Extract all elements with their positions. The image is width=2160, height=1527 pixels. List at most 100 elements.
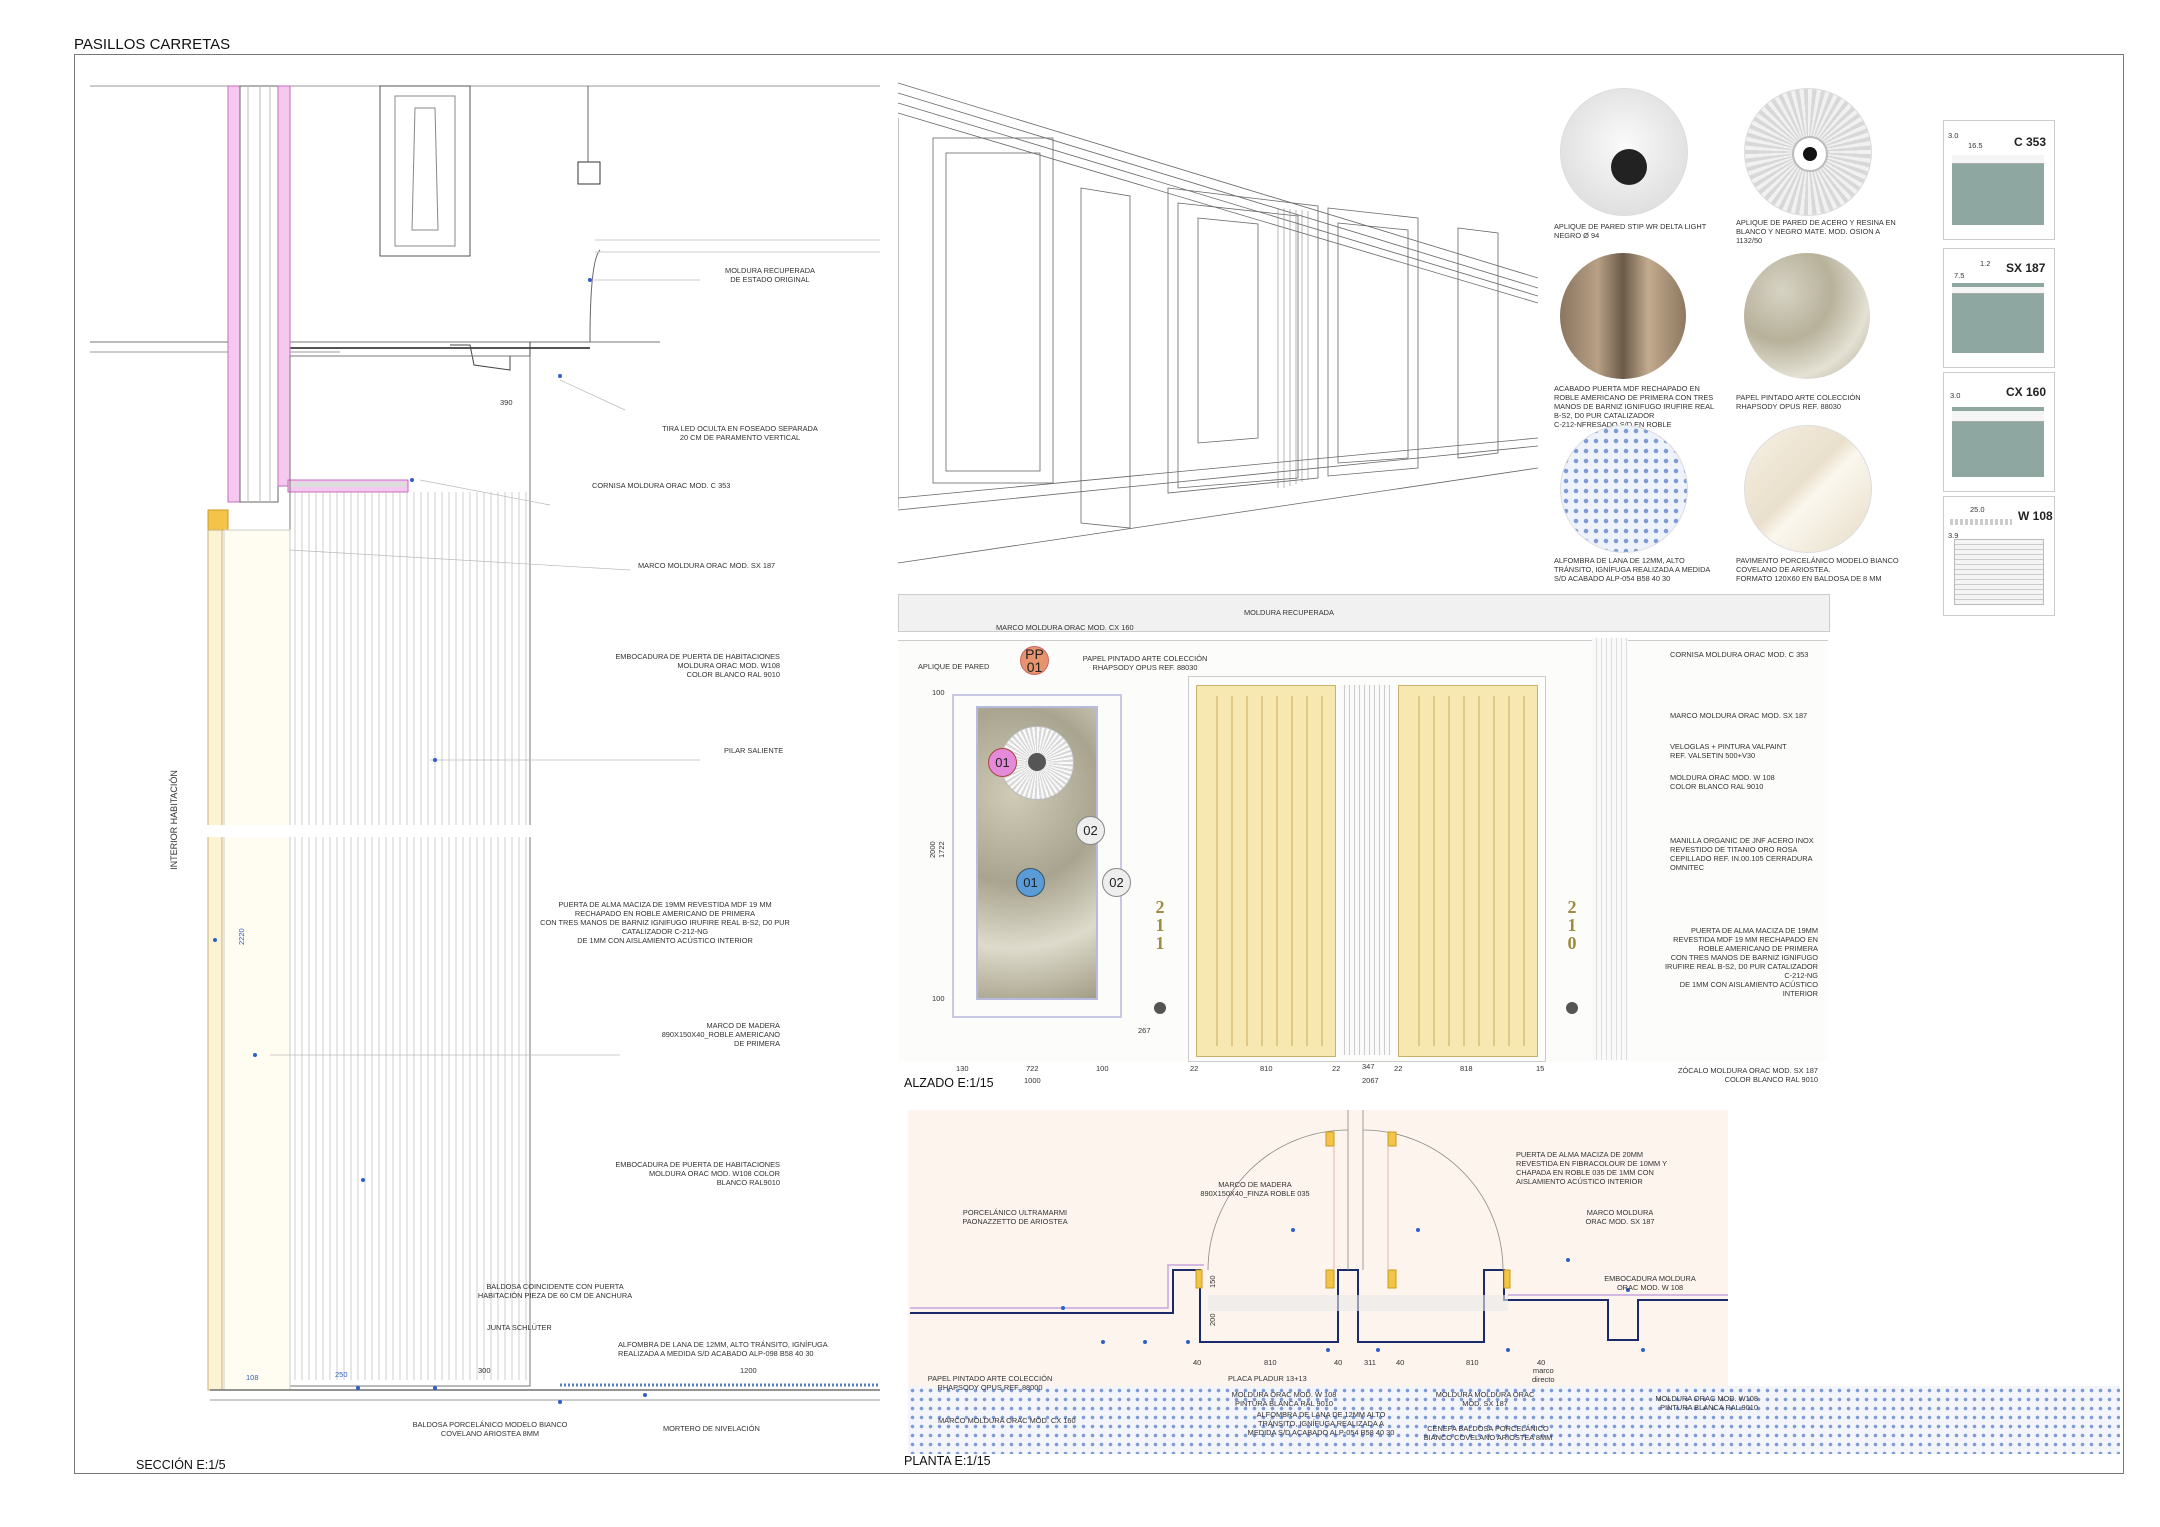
alzado-dim-100a: 100	[932, 688, 945, 697]
planta-note-porcelanico: PORCELÁNICO ULTRAMARMI PAONAZZETTO DE AR…	[962, 1208, 1068, 1226]
alzado-dim-818: 818	[1460, 1064, 1473, 1073]
dim-108: 108	[246, 1373, 259, 1382]
planta-note-moldura-w2: MOLDURA ORAC MOD. W108 PINTURA BLANCA RA…	[1655, 1394, 1758, 1412]
note-marco-madera: MARCO DE MADERA 890X150X40_ROBLE AMERICA…	[661, 1021, 780, 1048]
material-label-4: PAPEL PINTADO ARTE COLECCIÓN RHAPSODY OP…	[1736, 393, 1861, 411]
note-pilar: PILAR SALIENTE	[724, 746, 784, 755]
dim-300: 300	[478, 1366, 491, 1375]
profile-cx160-name: CX 160	[2006, 385, 2047, 399]
profile-w108-dim1: 25.0	[1970, 505, 1985, 514]
room-number-211: 2 1 1	[1155, 897, 1165, 953]
planta-dim-810b: 810	[1466, 1358, 1479, 1367]
material-label-1: APLIQUE DE PARED STIP WR DELTA LIGHT NEG…	[1554, 222, 1707, 240]
alzado-note-manilla: MANILLA ORGANIC DE JNF ACERO INOX REVEST…	[1670, 836, 1814, 872]
dim-390: 390	[500, 398, 513, 407]
dim-2220: 2220	[237, 928, 246, 945]
door-surround	[1188, 676, 1546, 1062]
planta-note-moldura-sx: MOLDURA MOLDURA ORAC MOD. SX 187	[1435, 1390, 1535, 1408]
swatch-wall-light-resin	[1744, 88, 1872, 216]
note-tira-led: TIRA LED OCULTA EN FOSEADO SEPARADA 20 C…	[662, 424, 818, 442]
planta-drawing	[910, 1110, 1728, 1352]
material-label-2: APLIQUE DE PARED DE ACERO Y RESINA EN BL…	[1736, 218, 1896, 245]
planta-dim-40b: 40	[1334, 1358, 1343, 1367]
material-label-3: ACABADO PUERTA MDF RECHAPADO EN ROBLE AM…	[1554, 384, 1715, 429]
material-label-5: ALFOMBRA DE LANA DE 12MM, ALTO TRÁNSITO,…	[1554, 556, 1711, 583]
note-moldura-recuperada: MOLDURA RECUPERADA DE ESTADO ORIGINAL	[725, 266, 815, 284]
planta-note-marco-moldura: MARCO MOLDURA ORAC MOD. SX 187	[1585, 1208, 1655, 1226]
planta-note-moldura-w: MOLDURA ORAC MOD. W 108 PINTURA BLANCA R…	[1231, 1390, 1337, 1408]
alzado-note-marco-cx: MARCO MOLDURA ORAC MOD. CX 160	[996, 623, 1134, 632]
alzado-dim-267: 267	[1138, 1026, 1151, 1035]
alzado-dim-347: 347	[1362, 1062, 1375, 1071]
profile-c353-dim2: 16.5	[1968, 141, 1983, 150]
profile-w108-dim2: 3.9	[1948, 531, 1959, 540]
note-baldosa-porcelanico: BALDOSA PORCELÁNICO MODELO BIANCO COVELA…	[412, 1420, 568, 1438]
note-puerta: PUERTA DE ALMA MACIZA DE 19MM REVESTIDA …	[540, 900, 790, 945]
profile-c353-name: C 353	[2014, 135, 2047, 149]
door-bell-210	[1566, 1002, 1578, 1014]
profile-sx187: SX 187 7.5 1.2	[1943, 248, 2055, 368]
alzado-dim-15: 15	[1536, 1064, 1545, 1073]
dim-250: 250	[335, 1370, 348, 1379]
planta-dim-200: 200	[1208, 1313, 1217, 1326]
note-marco-sx: MARCO MOLDURA ORAC MOD. SX 187	[638, 561, 776, 570]
tag-01-light: 01	[988, 748, 1017, 777]
planta-note-puerta: PUERTA DE ALMA MACIZA DE 20MM REVESTIDA …	[1516, 1150, 1667, 1186]
swatch-wall-light-black	[1560, 88, 1688, 216]
alzado-top-note: MOLDURA RECUPERADA	[1244, 608, 1334, 617]
planta-background	[908, 1110, 1728, 1390]
material-label-6: PAVIMENTO PORCELÁNICO MODELO BIANCO COVE…	[1736, 556, 1899, 583]
sheet-frame	[74, 54, 2124, 1474]
alzado-note-moldura-w: MOLDURA ORAC MOD. W 108 COLOR BLANCO RAL…	[1670, 773, 1775, 791]
door-211	[1196, 685, 1336, 1057]
planta-note-alfombra: ALFOMBRA DE LANA DE 12MM ALTO TRÁNSITO, …	[1247, 1410, 1395, 1437]
note-embocadura-2: EMBOCADURA DE PUERTA DE HABITACIONES MOL…	[615, 1160, 780, 1187]
door-210	[1398, 685, 1538, 1057]
door-bell-211	[1154, 1002, 1166, 1014]
tag-02-a: 02	[1076, 816, 1105, 845]
alzado-note-puerta: PUERTA DE ALMA MACIZA DE 19MM REVESTIDA …	[1664, 926, 1818, 998]
alzado-dim-100b: 100	[932, 994, 945, 1003]
planta-dim-810a: 810	[1264, 1358, 1277, 1367]
note-baldosa-coincidente: BALDOSA COINCIDENTE CON PUERTA HABITACIÓ…	[477, 1282, 633, 1300]
planta-dim-150: 150	[1208, 1275, 1217, 1288]
alzado-dim-22a: 22	[1190, 1064, 1199, 1073]
alzado-note-marco-sx: MARCO MOLDURA ORAC MOD. SX 187	[1670, 711, 1808, 720]
profile-cx160-dim1: 3.0	[1950, 391, 1961, 400]
planta-note-marco-madera: MARCO DE MADERA 890X150X40_FINZA ROBLE 0…	[1200, 1180, 1310, 1198]
alzado-center-pillar	[1340, 685, 1392, 1055]
alzado-dim-100c: 100	[1096, 1064, 1109, 1073]
sheet-title: PASILLOS CARRETAS	[74, 36, 231, 53]
planta-carpet	[908, 1386, 2120, 1454]
alzado-dim-1000: 1000	[1024, 1076, 1041, 1085]
note-junta: JUNTA SCHLÜTER	[487, 1323, 552, 1332]
profile-sx187-dim2: 1.2	[1980, 259, 1991, 268]
alzado-title: ALZADO E:1/15	[904, 1076, 994, 1090]
swatch-porcelain	[1744, 425, 1872, 553]
tag-pp01: PP 01	[1020, 646, 1049, 675]
alzado-note-aplique: APLIQUE DE PARED	[918, 662, 990, 671]
alzado-dim-130: 130	[956, 1064, 969, 1073]
alzado-dim-810: 810	[1260, 1064, 1273, 1073]
swatch-oak-door	[1560, 253, 1686, 379]
alzado-dim-22c: 22	[1394, 1064, 1403, 1073]
profile-c353-dim1: 3.0	[1948, 131, 1959, 140]
alzado-note-zocalo: ZÓCALO MOLDURA ORAC MOD. SX 187 COLOR BL…	[1677, 1066, 1818, 1084]
section-title: SECCIÓN E:1/5	[136, 1458, 226, 1472]
planta-note-cenefa: CENEFA BALDOSA PORCELÁNICO BIANCO COVELA…	[1423, 1424, 1553, 1442]
profile-sx187-dim1: 7.5	[1954, 271, 1965, 280]
alzado-dim-2000: 2000 1722	[928, 841, 946, 858]
swatch-wallpaper	[1744, 253, 1870, 379]
alzado-top-band	[898, 594, 1830, 632]
swatch-carpet	[1560, 425, 1688, 553]
note-cornisa: CORNISA MOLDURA ORAC MOD. C 353	[592, 481, 731, 490]
dim-1200: 1200	[740, 1366, 757, 1375]
section-drawing	[90, 85, 880, 1404]
planta-title: PLANTA E:1/15	[904, 1454, 991, 1468]
planta-dim-40d: 40	[1537, 1358, 1546, 1367]
planta-dim-marco-directo: marco directo	[1532, 1366, 1555, 1384]
alzado-note-papel: PAPEL PINTADO ARTE COLECCIÓN RHAPSODY OP…	[1082, 654, 1208, 672]
alzado-note-cornisa: CORNISA MOLDURA ORAC MOD. C 353	[1670, 650, 1809, 659]
alzado-note-veloglas: VELOGLAS + PINTURA VALPAINT REF. VALSETI…	[1670, 742, 1787, 760]
planta-note-papel: PAPEL PINTADO ARTE COLECCIÓN RHAPSODY OP…	[927, 1374, 1053, 1392]
